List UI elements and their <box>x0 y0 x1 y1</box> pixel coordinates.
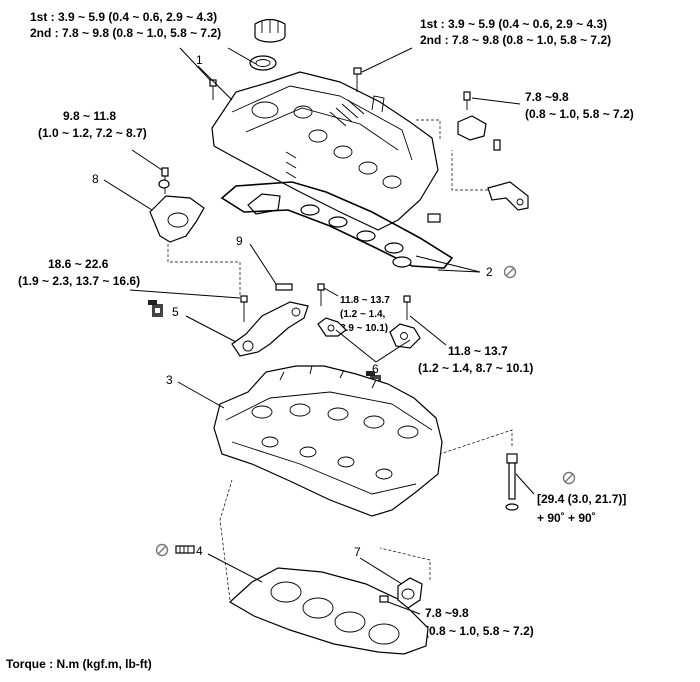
plug <box>175 545 195 554</box>
oil-filler-cap <box>249 18 286 71</box>
bolt <box>317 283 325 306</box>
cover-gasket <box>220 181 454 269</box>
bolt <box>209 79 217 100</box>
bracket <box>487 181 529 211</box>
cylinder-head-bolt <box>505 453 519 511</box>
svg-text:(0.8 ~ 1.0, 5.8 ~ 7.2): (0.8 ~ 1.0, 5.8 ~ 7.2) <box>525 107 634 121</box>
svg-text:(0.8 ~ 1.0, 5.8 ~ 7.2): (0.8 ~ 1.0, 5.8 ~ 7.2) <box>425 624 534 638</box>
svg-text:2nd : 7.8 ~ 9.8 (0.8 ~ 1.0, 5.: 2nd : 7.8 ~ 9.8 (0.8 ~ 1.0, 5.8 ~ 7.2) <box>30 26 221 40</box>
torque-label-camshaft-cap-small: 11.8 ~ 13.7 (1.2 ~ 1.4, 8.9 ~ 10.1) <box>340 295 390 334</box>
svg-text:(1.9 ~ 2.3, 13.7 ~ 16.6): (1.9 ~ 2.3, 13.7 ~ 16.6) <box>18 274 140 288</box>
svg-text:+ 90˚ + 90˚: + 90˚ + 90˚ <box>537 511 596 525</box>
callout-4: 4 <box>196 544 203 558</box>
svg-text:9.8 ~ 11.8: 9.8 ~ 11.8 <box>63 109 116 123</box>
callout-7: 7 <box>354 545 361 559</box>
spark-plug-tube-gasket <box>300 204 412 268</box>
svg-text:8.9 ~ 10.1): 8.9 ~ 10.1) <box>340 323 388 334</box>
cylinder-head <box>213 365 443 517</box>
bolt <box>353 67 362 92</box>
svg-text:1st : 3.9 ~ 5.9 (0.4 ~ 0.6, 2.: 1st : 3.9 ~ 5.9 (0.4 ~ 0.6, 2.9 ~ 4.3) <box>30 10 217 24</box>
svg-text:7.8 ~9.8: 7.8 ~9.8 <box>425 606 469 620</box>
svg-text:18.6 ~ 22.6: 18.6 ~ 22.6 <box>48 257 109 271</box>
assembly-guide-lines <box>167 119 513 601</box>
svg-text:1st : 3.9 ~ 5.9 (0.4 ~ 0.6, 2.: 1st : 3.9 ~ 5.9 (0.4 ~ 0.6, 2.9 ~ 4.3) <box>420 17 607 31</box>
no-reuse-icon <box>155 543 169 557</box>
leader-lines <box>103 47 535 615</box>
callout-1: 1 <box>196 53 203 67</box>
callout-6: 6 <box>372 362 379 376</box>
torque-label-cover-bolt: 1st : 3.9 ~ 5.9 (0.4 ~ 0.6, 2.9 ~ 4.3) 2… <box>420 17 611 47</box>
bolt <box>240 295 248 322</box>
no-reuse-icon <box>503 265 517 279</box>
torque-label-sensor-bolt: 7.8 ~9.8 (0.8 ~ 1.0, 5.8 ~ 7.2) <box>525 90 634 121</box>
torque-label-head-bolt: [29.4 (3.0, 21.7)] + 90˚ + 90˚ <box>537 492 626 525</box>
callout-8: 8 <box>92 172 99 186</box>
torque-label-ocv-bolt: 7.8 ~9.8 (0.8 ~ 1.0, 5.8 ~ 7.2) <box>425 606 534 638</box>
camshaft-bearing-cap <box>317 317 347 337</box>
svg-text:(1.0 ~ 1.2, 7.2 ~ 8.7): (1.0 ~ 1.2, 7.2 ~ 8.7) <box>38 126 147 140</box>
svg-text:11.8 ~ 13.7: 11.8 ~ 13.7 <box>340 295 390 306</box>
callout-5: 5 <box>172 305 179 319</box>
no-reuse-icon <box>562 471 576 485</box>
callout-9: 9 <box>236 234 243 248</box>
svg-text:[29.4 (3.0, 21.7)]: [29.4 (3.0, 21.7)] <box>537 492 626 506</box>
torque-label-bracket-bolt: 9.8 ~ 11.8 (1.0 ~ 1.2, 7.2 ~ 8.7) <box>38 109 147 140</box>
camshaft-front-bearing-cap <box>231 301 309 357</box>
cylinder-head-gasket <box>228 567 429 655</box>
torque-units-note: Torque : N.m (kgf.m, lb-ft) <box>6 657 152 671</box>
cylinder-head-cover <box>211 71 441 231</box>
callout-2: 2 <box>486 265 493 279</box>
torque-label-oil-cap-bolt: 1st : 3.9 ~ 5.9 (0.4 ~ 0.6, 2.9 ~ 4.3) 2… <box>30 10 221 40</box>
torque-label-camshaft-front-cap: 18.6 ~ 22.6 (1.9 ~ 2.3, 13.7 ~ 16.6) <box>18 257 140 288</box>
camshaft-bearing-cap <box>389 323 421 349</box>
callout-3: 3 <box>166 373 173 387</box>
svg-text:7.8 ~9.8: 7.8 ~9.8 <box>525 90 569 104</box>
bolt <box>403 295 411 320</box>
torque-label-camshaft-cap: 11.8 ~ 13.7 (1.2 ~ 1.4, 8.7 ~ 10.1) <box>418 344 533 375</box>
svg-text:11.8 ~ 13.7: 11.8 ~ 13.7 <box>448 344 508 358</box>
sealant-tube-icon <box>148 300 163 317</box>
svg-text:(1.2 ~ 1.4,: (1.2 ~ 1.4, <box>340 309 386 320</box>
camshaft-cap-pin <box>275 283 293 291</box>
svg-text:2nd : 7.8 ~ 9.8 (0.8 ~ 1.0, 5.: 2nd : 7.8 ~ 9.8 (0.8 ~ 1.0, 5.8 ~ 7.2) <box>420 33 611 47</box>
solenoid-valve <box>149 167 205 243</box>
svg-text:(1.2 ~ 1.4, 8.7 ~ 10.1): (1.2 ~ 1.4, 8.7 ~ 10.1) <box>418 361 533 375</box>
camshaft-position-sensor <box>457 91 501 151</box>
oil-control-valve <box>379 577 423 609</box>
